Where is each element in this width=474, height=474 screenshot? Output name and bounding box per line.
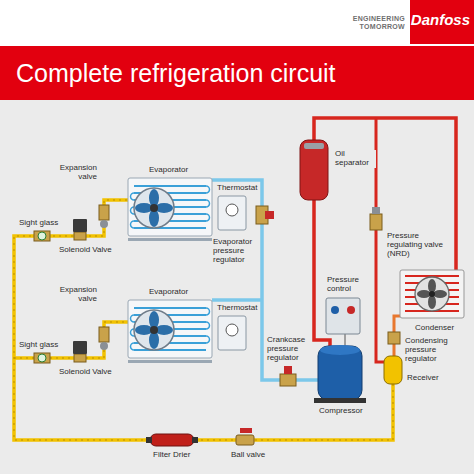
fan-blade <box>417 290 431 298</box>
fan-blade <box>433 290 447 298</box>
part-label: Condenser <box>414 324 455 333</box>
nrd-valve-body <box>370 214 382 230</box>
thermostat-dial <box>226 324 238 336</box>
oil-separator-cap <box>304 143 324 149</box>
compressor-base <box>314 398 366 403</box>
part-label: Condensing pressure regulator <box>404 337 462 363</box>
thermostat-box <box>218 316 246 350</box>
thermostat-dial <box>226 204 238 216</box>
evaporator-unit <box>128 300 212 363</box>
nrd-valve-cap <box>372 207 380 214</box>
fan-blade <box>428 279 436 293</box>
part-label: Pressure control <box>326 276 372 294</box>
logo-block <box>410 0 474 44</box>
sight-glass <box>38 232 46 240</box>
pressure-dial <box>331 306 339 314</box>
part-label: Compressor <box>318 407 364 416</box>
diagram-ground <box>0 100 474 474</box>
compressor-body <box>318 346 362 400</box>
filter-drier <box>150 434 194 446</box>
sight-glass <box>38 354 46 362</box>
part-label: Filter Drier <box>152 451 191 460</box>
regulator-cap <box>284 366 292 374</box>
sight-glass-body <box>34 353 50 363</box>
sight-glass-body <box>34 231 50 241</box>
thermostat-box <box>218 196 246 230</box>
ball-valve-handle <box>240 428 252 433</box>
liquid-line <box>14 322 128 358</box>
fan-blade <box>428 295 436 309</box>
page-title: Complete refrigeration circuit <box>16 58 336 88</box>
condenser-fan <box>415 277 449 311</box>
expansion-valve-head <box>100 220 108 228</box>
part-label: Sight glass <box>18 219 59 228</box>
part-label: Crankcase pressure regulator <box>266 336 312 362</box>
solenoid-body <box>74 354 86 362</box>
part-label: Solenoid Valve <box>58 368 113 377</box>
part-label: Evaporator <box>148 288 189 297</box>
evaporator-unit <box>128 178 212 241</box>
part-label: Solenoid Valve <box>58 246 113 255</box>
oil-separator <box>300 140 328 200</box>
fan-hub <box>429 291 435 297</box>
capillary-line <box>345 334 346 346</box>
expansion-valve-head <box>100 342 108 350</box>
regulator-body <box>280 374 296 386</box>
pressure-dial <box>347 306 355 314</box>
bypass-line <box>376 118 384 362</box>
expansion-valve-body <box>99 327 109 342</box>
suction-line <box>212 180 318 380</box>
brand-logo: Danfoss <box>410 12 471 29</box>
regulator-cap <box>265 211 274 219</box>
compressor-dome <box>320 345 360 355</box>
discharge-line <box>314 118 456 270</box>
solenoid-body <box>74 232 86 240</box>
regulator-body <box>388 332 400 344</box>
part-label: Oil separator <box>334 150 376 168</box>
pressure-control-box <box>326 298 360 334</box>
part-label: Expansion valve <box>54 286 98 304</box>
page-ground <box>0 0 474 46</box>
part-label: Thermostat <box>216 184 258 193</box>
ball-valve-body <box>236 435 254 445</box>
part-label: Pressure regulating valve (NRD) <box>386 232 454 258</box>
receiver-tank <box>384 356 402 384</box>
part-label: Evaporator pressure regulator <box>212 238 258 264</box>
part-label: Receiver <box>406 374 440 383</box>
part-label: Sight glass <box>18 341 59 350</box>
expansion-valve-body <box>99 205 109 220</box>
part-label: Expansion valve <box>54 164 98 182</box>
part-label: Ball valve <box>230 451 266 460</box>
part-label: Thermostat <box>216 304 258 313</box>
condenser-frame <box>400 270 464 318</box>
solenoid-coil <box>73 219 87 232</box>
filter-drier-end <box>146 437 152 443</box>
suction-line <box>212 298 262 302</box>
brand-tagline: ENGINEERING TOMORROW <box>332 15 406 30</box>
solenoid-coil <box>73 341 87 354</box>
title-banner <box>0 46 474 100</box>
part-label: Evaporator <box>148 166 189 175</box>
filter-drier-end <box>192 437 198 443</box>
condenser-coil <box>405 276 459 311</box>
